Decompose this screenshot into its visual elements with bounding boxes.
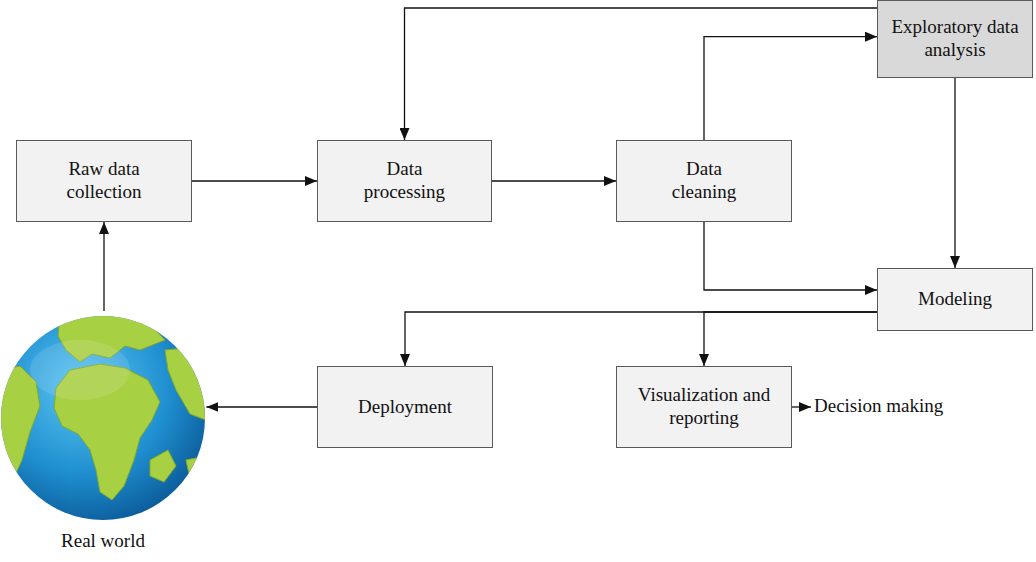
world-globe: Real world <box>0 310 206 555</box>
leader-arrow <box>792 406 811 407</box>
flow-arrow <box>704 312 877 366</box>
flow-arrow <box>405 312 877 366</box>
process-box: Visualization and reporting <box>616 366 792 448</box>
box-label: Modeling <box>885 288 1025 311</box>
flow-arrow <box>492 180 616 181</box>
flow-arrow <box>954 78 955 268</box>
box-label: Data processing <box>355 158 455 204</box>
process-box: Raw data collection <box>16 140 192 222</box>
process-box: Exploratory data analysis <box>877 0 1033 78</box>
box-label: Visualization and reporting <box>629 384 779 430</box>
process-box: Modeling <box>877 268 1033 331</box>
globe-caption: Real world <box>0 530 206 553</box>
box-label: Deployment <box>325 396 485 419</box>
flow-arrow <box>704 222 877 290</box>
flow-arrow <box>405 8 878 140</box>
box-label: Raw data collection <box>44 158 164 204</box>
flow-arrow <box>704 37 877 140</box>
box-label: Exploratory data analysis <box>885 16 1025 62</box>
flow-arrow <box>206 406 317 407</box>
outcome-label: Decision making <box>814 395 943 418</box>
globe-illustration <box>0 310 206 526</box>
flow-arrow <box>192 180 317 181</box>
process-box: Deployment <box>317 366 493 448</box>
flow-arrow <box>103 222 104 311</box>
box-label: Data cleaning <box>654 158 754 204</box>
process-box: Data processing <box>317 140 492 222</box>
process-box: Data cleaning <box>616 140 792 222</box>
